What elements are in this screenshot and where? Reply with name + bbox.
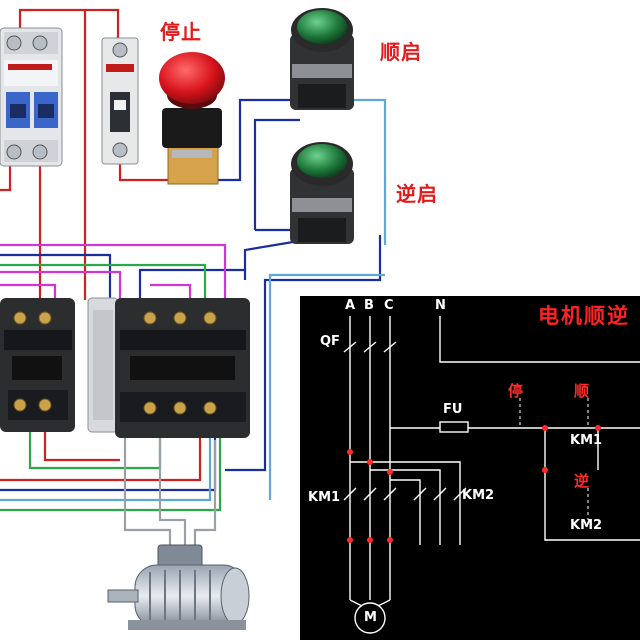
- reverse-start-button[interactable]: [290, 142, 354, 244]
- stop-label: 停止: [160, 20, 202, 44]
- contactor-km1: [0, 298, 75, 432]
- thermal-relay: [87, 297, 119, 433]
- km1-label: KM1: [308, 490, 341, 505]
- motor: [107, 544, 250, 630]
- forward-start-button[interactable]: [290, 8, 354, 110]
- breaker-label: QF: [320, 334, 340, 349]
- neutral-label: N: [435, 298, 446, 313]
- reverse-switch-label: 逆: [574, 472, 590, 490]
- contactor-km2: [115, 298, 250, 438]
- aux-km1-label: KM1: [570, 433, 603, 448]
- forward-start-label: 顺启: [380, 40, 422, 64]
- schematic-title: 电机顺逆: [538, 304, 630, 328]
- stop-button[interactable]: [159, 52, 225, 185]
- phase-b-label: B: [364, 298, 374, 313]
- small-breaker: [101, 37, 139, 165]
- reverse-start-label: 逆启: [396, 182, 438, 206]
- km2-label: KM2: [462, 488, 495, 503]
- circuit-breaker: [0, 27, 63, 167]
- motor-symbol-label: M: [364, 610, 377, 625]
- phase-c-label: C: [384, 298, 394, 313]
- stop-switch-label: 停: [508, 382, 524, 400]
- phase-a-label: A: [345, 298, 356, 313]
- schematic-panel: [300, 296, 640, 640]
- aux-km2-label: KM2: [570, 518, 603, 533]
- forward-switch-label: 顺: [574, 382, 590, 400]
- fuse-label: FU: [443, 402, 463, 417]
